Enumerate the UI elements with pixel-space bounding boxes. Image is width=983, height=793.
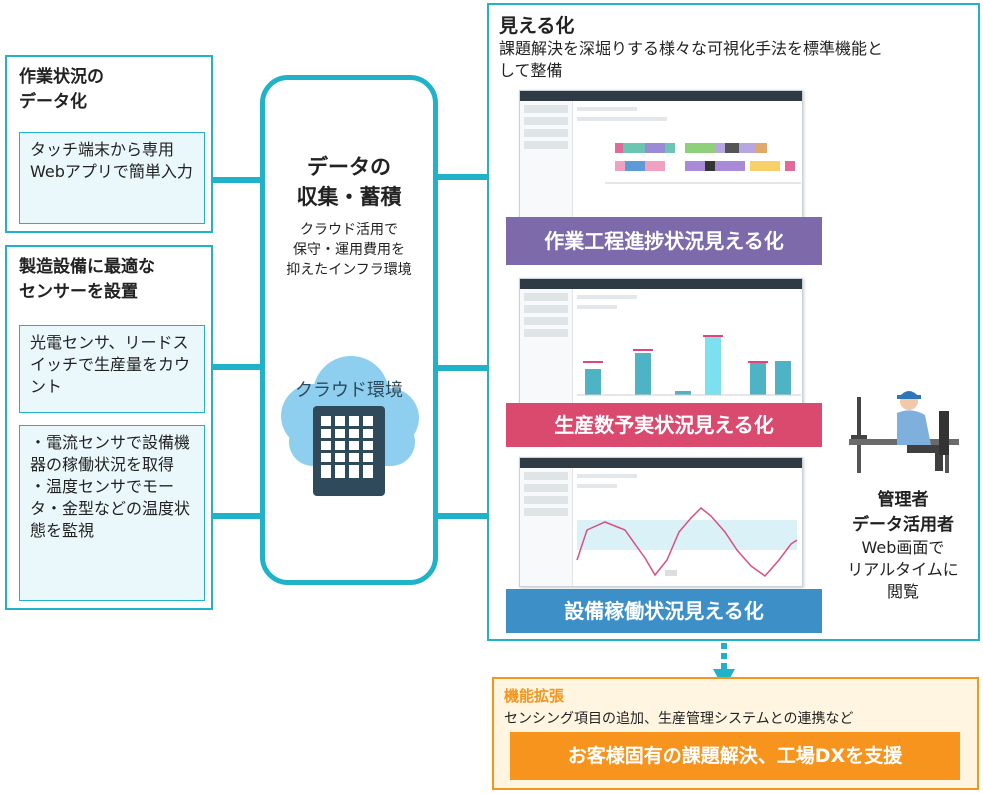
data-entry-text: タッチ端末から専用Webアプリで簡単入力 <box>19 132 205 224</box>
sensor-item-monitor: ・電流センサで設備機器の稼働状況を取得 ・温度センサでモータ・金型などの温度状態… <box>19 425 205 601</box>
connector-line <box>438 513 504 519</box>
data-collection-panel: データの 収集・蓄積 クラウド活用で 保守・運用費用を 抑えたインフラ環境 <box>260 75 438 585</box>
role-manager: 管理者 <box>877 490 929 510</box>
extension-banner: お客様固有の課題解決、工場DXを支援 <box>510 732 960 780</box>
sensor-box: 製造設備に最適な センサーを設置 光電センサ、リードスイッチで生産量をカウント … <box>5 245 213 610</box>
visualization-box: 見える化 課題解決を深堀りする様々な可視化手法を標準機能と して整備 作業工程進… <box>487 3 980 641</box>
visualization-desc: 課題解決を深堀りする様々な可視化手法を標準機能と して整備 <box>499 39 884 80</box>
data-entry-title: 作業状況の データ化 <box>19 67 104 112</box>
label-production-plan: 生産数予実状況見える化 <box>506 403 822 447</box>
screenshot-process-progress <box>519 90 803 218</box>
person-desc: Web画面で リアルタイムに 閲覧 <box>847 538 959 601</box>
extension-desc: センシング項目の追加、生産管理システムとの連携など <box>504 711 854 727</box>
manager-at-desk-icon <box>847 375 967 475</box>
collection-title: データの 収集・蓄積 <box>296 155 402 209</box>
connector-line <box>213 364 265 370</box>
connector-line <box>213 177 265 183</box>
label-equipment-status: 設備稼働状況見える化 <box>506 589 822 633</box>
role-data-user: データ活用者 <box>852 515 954 535</box>
label-process-progress: 作業工程進捗状況見える化 <box>506 217 822 265</box>
sensor-item-count: 光電センサ、リードスイッチで生産量をカウント <box>19 325 205 413</box>
sensor-title: 製造設備に最適な センサーを設置 <box>19 257 155 302</box>
visualization-title: 見える化 <box>499 15 575 37</box>
collection-subtitle: クラウド活用で 保守・運用費用を 抑えたインフラ環境 <box>286 222 412 278</box>
connector-line <box>438 174 504 180</box>
cloud-server-icon <box>273 346 425 496</box>
dotted-connector <box>721 643 727 669</box>
extension-title: 機能拡張 <box>504 687 565 705</box>
cloud-label: クラウド環境 <box>295 380 403 401</box>
connector-line <box>213 513 265 519</box>
screenshot-equipment-status <box>519 457 803 587</box>
extension-box: 機能拡張 センシング項目の追加、生産管理システムとの連携など お客様固有の課題解… <box>492 677 979 790</box>
data-entry-box: 作業状況の データ化 タッチ端末から専用Webアプリで簡単入力 <box>5 55 213 233</box>
connector-line <box>438 365 504 371</box>
screenshot-production-plan <box>519 278 803 406</box>
